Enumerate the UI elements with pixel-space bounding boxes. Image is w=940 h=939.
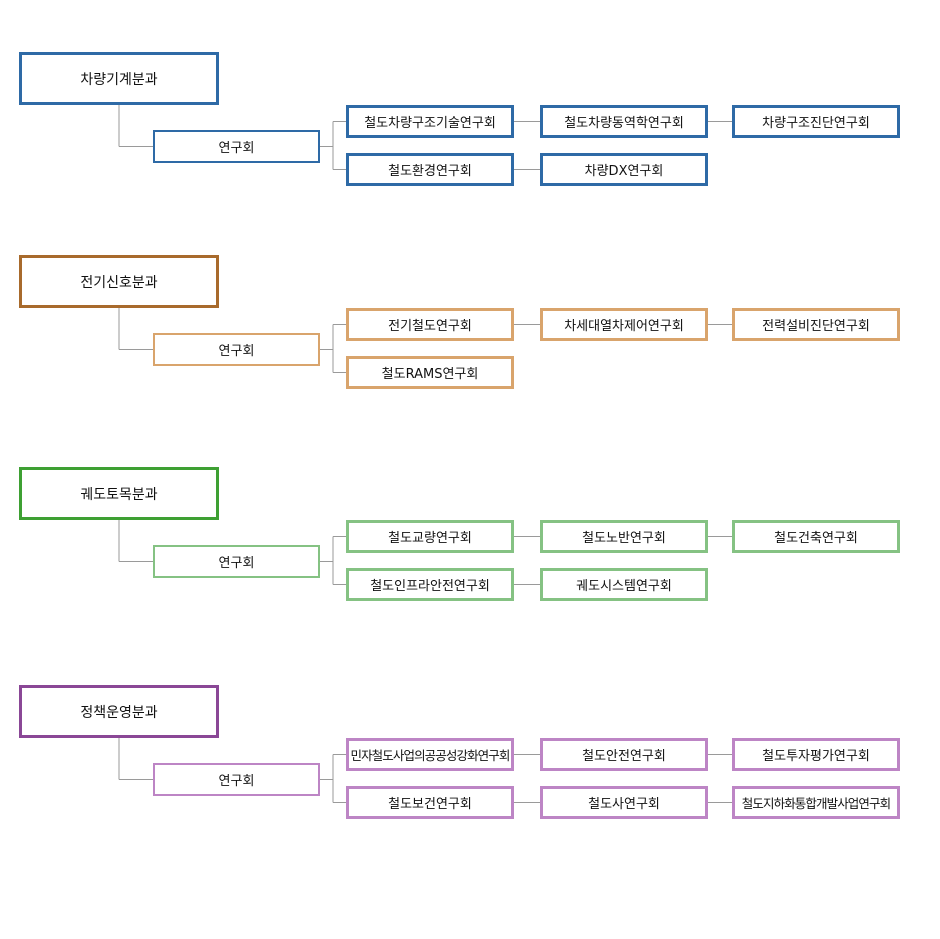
- group-box-policy-r2-1: 철도보건연구회: [346, 786, 514, 819]
- division-box-policy: 정책운영분과: [19, 685, 219, 738]
- group-box-policy-r1-2: 철도안전연구회: [540, 738, 708, 771]
- group-box-track-r1-2: 철도노반연구회: [540, 520, 708, 553]
- group-box-policy-r2-2: 철도사연구회: [540, 786, 708, 819]
- group-box-vehicle-r2-1: 철도환경연구회: [346, 153, 514, 186]
- group-box-policy-r1-1: 민자철도사업의공공성강화연구회: [346, 738, 514, 771]
- group-box-track-r2-2: 궤도시스템연구회: [540, 568, 708, 601]
- group-box-electric-r1-1: 전기철도연구회: [346, 308, 514, 341]
- group-box-policy-r1-3: 철도투자평가연구회: [732, 738, 900, 771]
- council-box-electric: 연구회: [153, 333, 320, 366]
- group-box-electric-r1-2: 차세대열차제어연구회: [540, 308, 708, 341]
- division-box-track: 궤도토목분과: [19, 467, 219, 520]
- division-box-electric: 전기신호분과: [19, 255, 219, 308]
- group-box-track-r1-1: 철도교량연구회: [346, 520, 514, 553]
- group-box-electric-r1-3: 전력설비진단연구회: [732, 308, 900, 341]
- council-box-vehicle: 연구회: [153, 130, 320, 163]
- group-box-vehicle-r1-3: 차량구조진단연구회: [732, 105, 900, 138]
- group-box-track-r1-3: 철도건축연구회: [732, 520, 900, 553]
- group-box-vehicle-r1-2: 철도차량동역학연구회: [540, 105, 708, 138]
- group-box-electric-r2-1: 철도RAMS연구회: [346, 356, 514, 389]
- group-box-policy-r2-3: 철도지하화통합개발사업연구회: [732, 786, 900, 819]
- council-box-track: 연구회: [153, 545, 320, 578]
- council-box-policy: 연구회: [153, 763, 320, 796]
- group-box-track-r2-1: 철도인프라안전연구회: [346, 568, 514, 601]
- group-box-vehicle-r1-1: 철도차량구조기술연구회: [346, 105, 514, 138]
- division-box-vehicle: 차량기계분과: [19, 52, 219, 105]
- group-box-vehicle-r2-2: 차량DX연구회: [540, 153, 708, 186]
